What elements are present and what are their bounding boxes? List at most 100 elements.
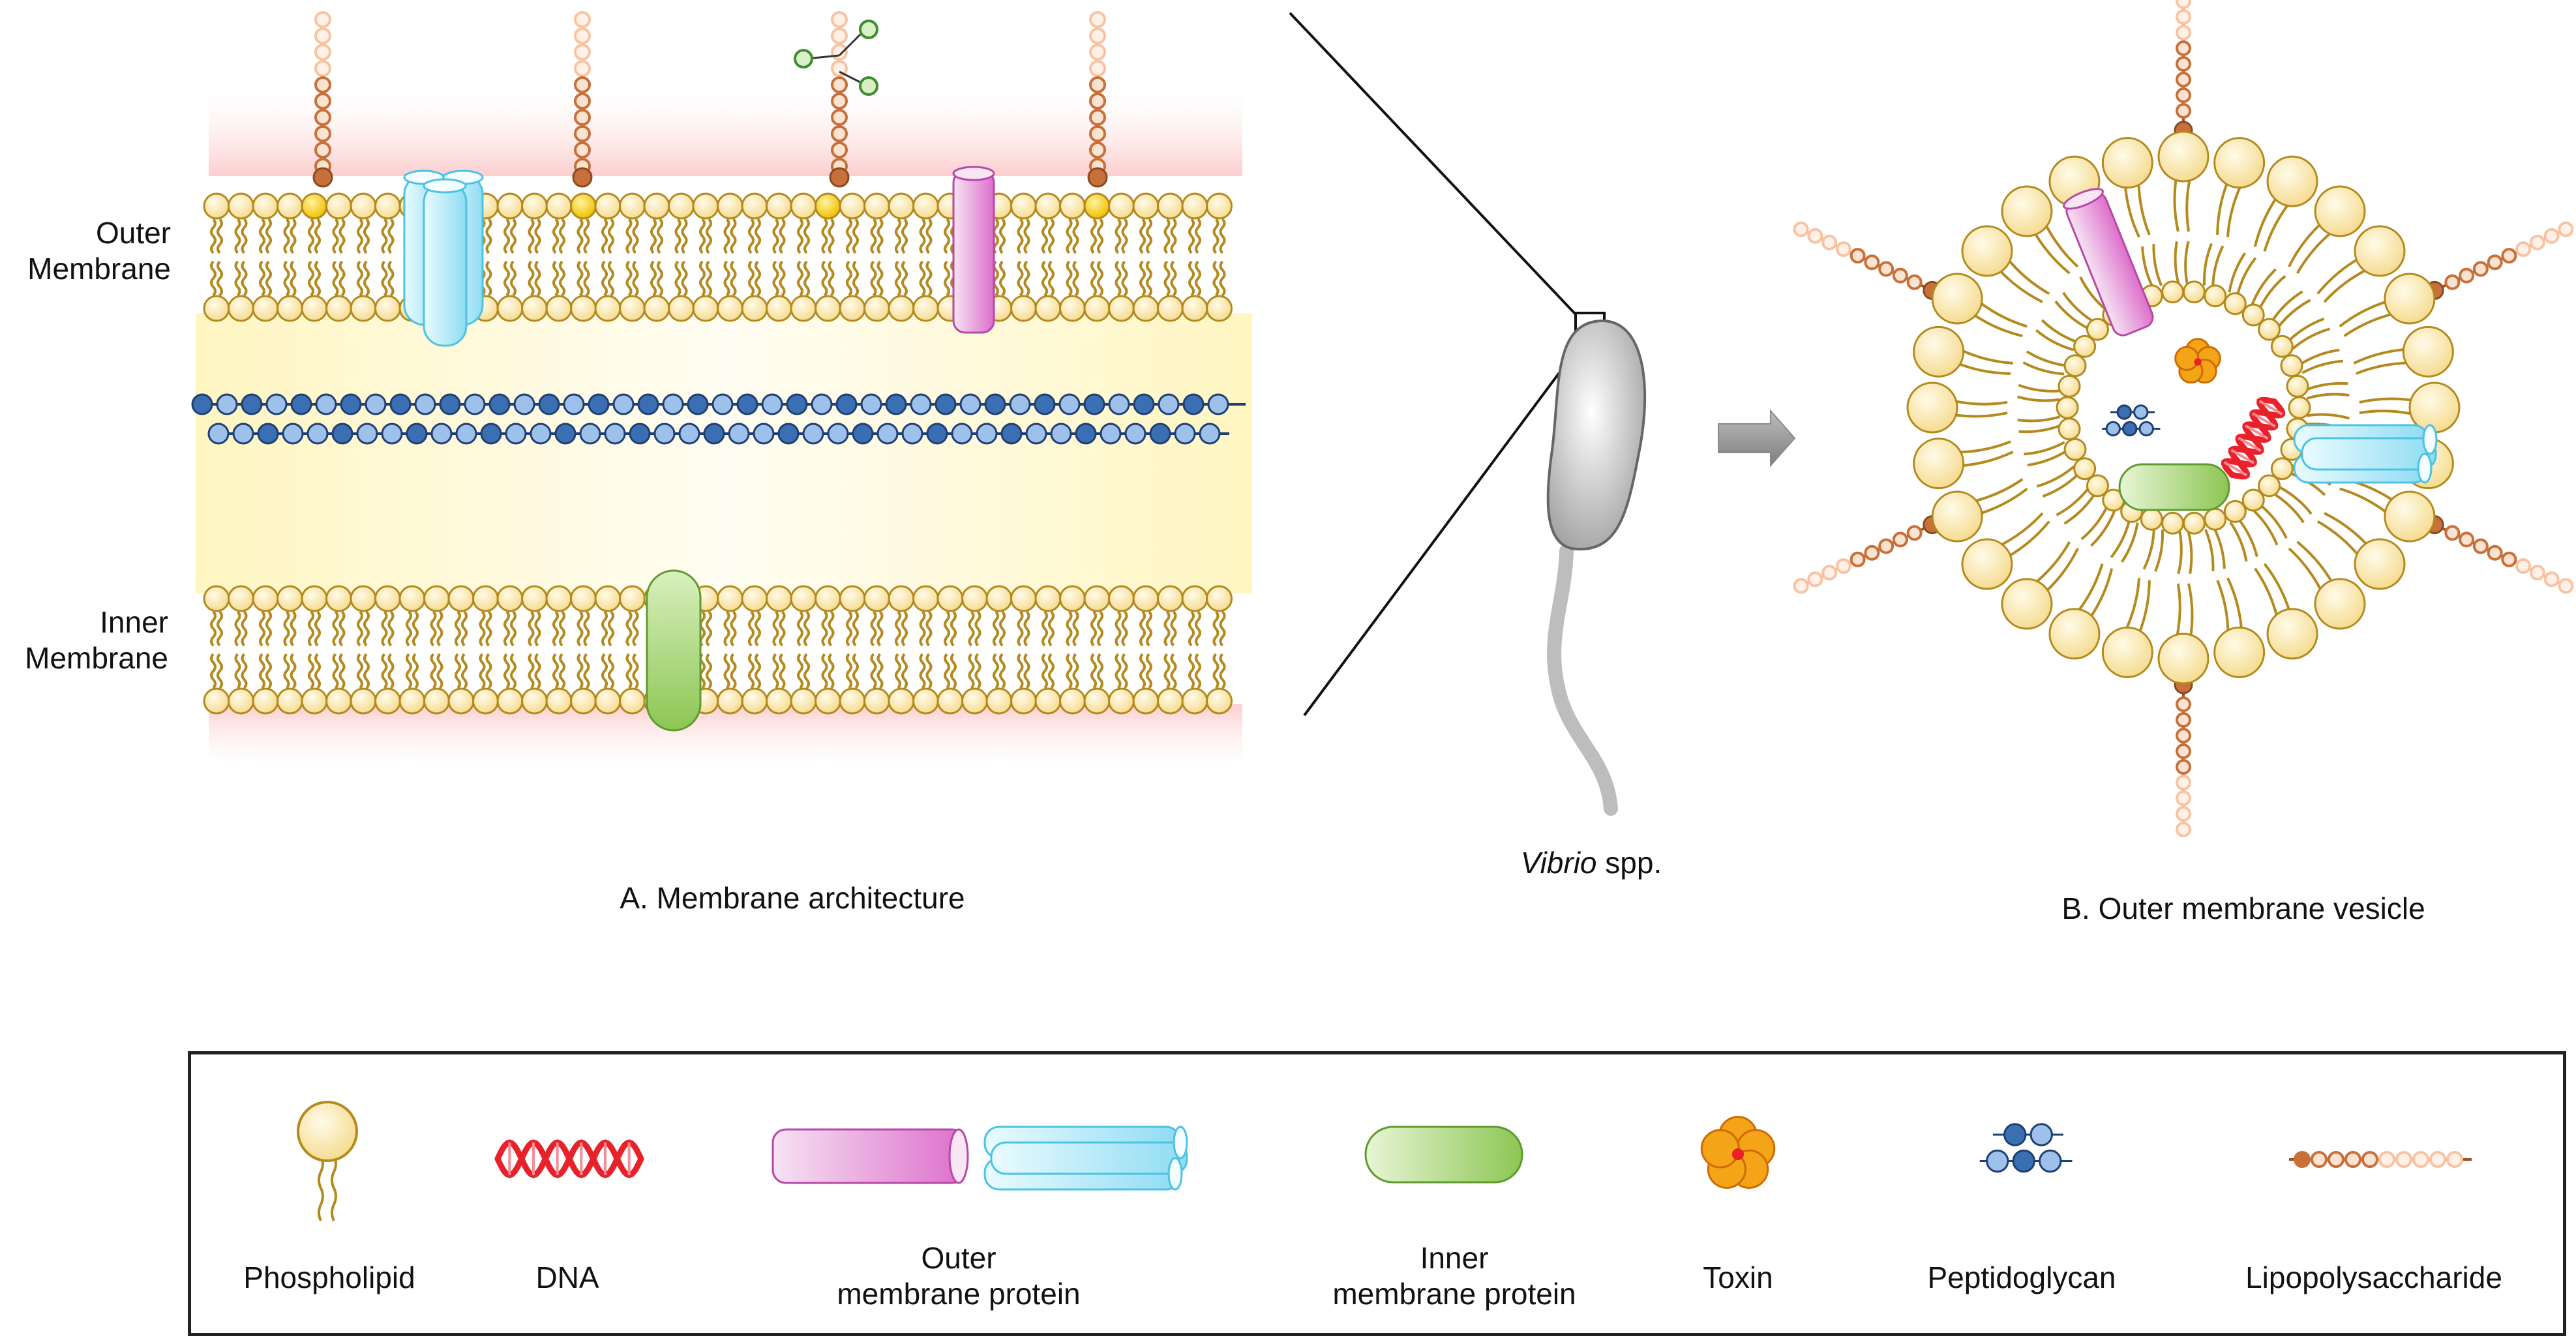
outer-membrane-protein-cyan-a — [403, 170, 484, 347]
peptidoglycan-bead — [1149, 423, 1171, 445]
vesicle-phospholipid-head — [2001, 578, 2053, 630]
inner-membrane-bilayer — [203, 585, 1233, 715]
lps-bead — [2472, 538, 2489, 554]
peptidoglycan-bead — [2003, 1123, 2027, 1146]
lps-bead — [1089, 76, 1106, 93]
vesicle-phospholipid-head-inner — [2286, 374, 2309, 398]
vesicle-phospholipid-head — [2314, 185, 2366, 237]
phospholipid-head — [839, 585, 866, 612]
panel-a-background — [196, 78, 1252, 776]
peptidoglycan-bead — [389, 393, 412, 415]
peptidoglycan-bead — [1025, 423, 1047, 445]
phospholipid-head — [766, 585, 792, 612]
lps-bead — [2176, 790, 2191, 806]
peptidoglycan-bead — [290, 393, 312, 415]
peptidoglycan-bead — [331, 423, 353, 445]
peptidoglycan-bead — [340, 393, 362, 415]
phospholipid-head — [1059, 687, 1086, 715]
phospholipid-head — [619, 585, 646, 612]
phospholipid-head — [496, 585, 524, 612]
phospholipid-head — [594, 295, 622, 322]
lps-bead — [831, 76, 848, 93]
phospholipid-head — [741, 687, 768, 715]
phospholipid-head — [374, 295, 401, 322]
vesicle-phospholipid-head — [1961, 538, 2013, 590]
lps-bead — [314, 109, 331, 126]
vesicle-outer-protein-cyan — [2293, 424, 2438, 484]
phospholipid-head — [1206, 687, 1233, 715]
lps-bead — [2176, 72, 2191, 87]
phospholipid-head — [863, 687, 890, 715]
lps-bead — [314, 27, 331, 44]
peptidoglycan-bead — [365, 393, 387, 415]
lps-bead — [1864, 545, 1880, 561]
vesicle-phospholipid-head-inner — [2241, 303, 2265, 327]
inner-membrane-label-line2: Membrane — [25, 641, 168, 676]
phospholipid-head — [570, 687, 597, 715]
vesicle-phospholipid-head — [2384, 490, 2436, 543]
peptidoglycan-bead — [538, 393, 560, 415]
phospholipid-head — [496, 295, 524, 322]
phospholipid-head — [1083, 687, 1111, 715]
peptidoglycan-bead — [827, 423, 849, 445]
phospholipid-head — [912, 585, 939, 612]
phospholipid-head — [277, 192, 303, 220]
lps-bead — [2176, 743, 2191, 759]
vesicle-phospholipid-head — [1906, 381, 1958, 434]
lps-core — [829, 167, 850, 188]
phospholipid-head — [277, 295, 303, 322]
vesicle-phospholipid-head-inner — [2063, 354, 2087, 378]
peptidoglycan-bead — [2039, 1149, 2062, 1173]
vesicle-phospholipid-head — [2266, 608, 2318, 660]
lps-bead — [2487, 254, 2503, 271]
vesicle-phospholipid-head-inner — [2288, 396, 2311, 419]
phospholipid-head — [1059, 192, 1086, 220]
peptidoglycan-layer — [191, 393, 1246, 445]
lps-bead — [831, 11, 848, 28]
process-arrow — [1718, 409, 1796, 468]
peptidoglycan-bead — [1199, 423, 1221, 445]
lps-bead — [2487, 545, 2503, 561]
toxin-subunit — [2174, 346, 2200, 371]
peptidoglycan-bead — [406, 423, 428, 445]
phospholipid-head — [545, 687, 573, 715]
lps-bead — [1878, 261, 1895, 277]
lps-bead — [314, 142, 331, 158]
vesicle-phospholipid-head — [2157, 130, 2209, 183]
lps-bead — [574, 76, 591, 93]
lps-bead — [1864, 254, 1880, 271]
phospholipid-head — [1010, 687, 1037, 715]
phospholipid-head — [815, 687, 841, 715]
lps-bead — [2176, 728, 2191, 743]
phospholipid-head — [521, 687, 548, 715]
vesicle-phospholipid-head — [2213, 626, 2266, 678]
legend-label-phospholipid: Phospholipid — [243, 1261, 415, 1294]
vesicle-phospholipid-head — [2048, 608, 2101, 660]
peptidoglycan-bead — [637, 393, 659, 415]
lps-bead — [1089, 125, 1106, 142]
lps-bead — [314, 11, 331, 28]
lps-bead — [2543, 228, 2560, 244]
phospholipid-head — [912, 192, 939, 220]
peptidoglycan-bead — [216, 393, 238, 415]
peptidoglycan-bead — [488, 393, 511, 415]
vesicle-phospholipid-head-inner — [2182, 280, 2206, 304]
species-suffix: spp. — [1596, 846, 1662, 880]
phospholipid-head — [521, 295, 548, 322]
phospholipid-head — [815, 192, 841, 220]
lps-bead — [2176, 56, 2191, 72]
phospholipid-head — [374, 192, 401, 220]
phospholipid-head — [1157, 295, 1184, 322]
lps-bead — [2176, 9, 2191, 25]
vesicle-phospholipid-head — [1961, 225, 2013, 277]
phospholipid-head — [1108, 687, 1135, 715]
peptidoglycan-bead — [1000, 423, 1023, 445]
vesicle-phospholipid-head — [2001, 185, 2053, 237]
vesicle-phospholipid-head-inner — [2223, 500, 2247, 523]
vesicle-phospholipid-head — [2402, 325, 2454, 378]
peptidoglycan-bead — [1124, 423, 1146, 445]
peptidoglycan-bead — [207, 423, 230, 445]
phospholipid-head — [643, 192, 670, 220]
vesicle-phospholipid-head — [1913, 438, 1965, 490]
vesicle-phospholipid-head-inner — [2056, 396, 2079, 419]
